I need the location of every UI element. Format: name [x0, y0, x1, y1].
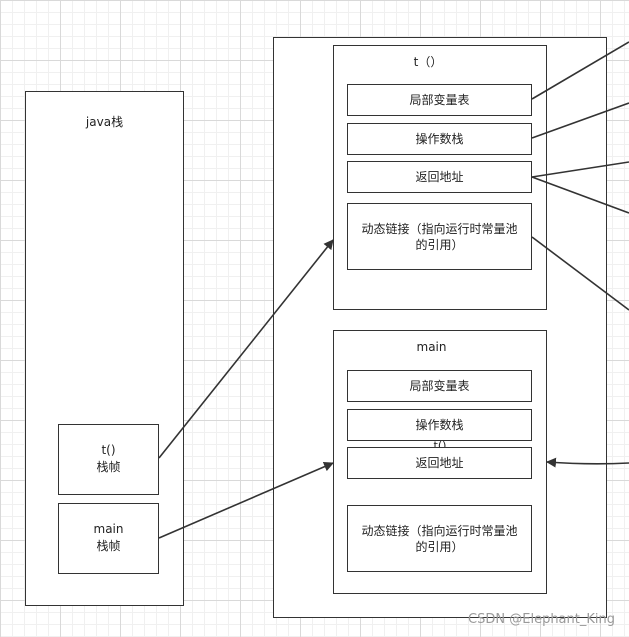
stack-frame-t-label: 栈帧: [96, 460, 121, 474]
stack-frame-main-name: main: [93, 522, 124, 536]
stack-frame-t-name: t(): [101, 443, 116, 457]
frame-main-dynamic-link: 动态链接（指向运行时常量池的引用）: [347, 505, 532, 572]
frame-t-title: t（）: [413, 55, 443, 69]
stack-frame-t: [58, 424, 159, 495]
frame-t-return-address: 返回地址: [347, 161, 532, 193]
frame-main-title: main: [416, 340, 447, 354]
frame-t-operand-stack: 操作数栈: [347, 123, 532, 155]
frame-main-return-address: 返回地址: [347, 447, 532, 479]
stack-frame-main-label: 栈帧: [96, 539, 121, 553]
watermark: CSDN @Elephant_King: [468, 612, 615, 627]
frame-main-operand-stack: 操作数栈: [347, 409, 532, 441]
frame-t-dynamic-link: 动态链接（指向运行时常量池的引用）: [347, 203, 532, 270]
frame-t-local-vars: 局部变量表: [347, 84, 532, 116]
java-stack-title: java栈: [85, 115, 124, 129]
overlap-label: t(): [433, 439, 447, 452]
stack-frame-main: [58, 503, 159, 574]
frame-main-local-vars: 局部变量表: [347, 370, 532, 402]
